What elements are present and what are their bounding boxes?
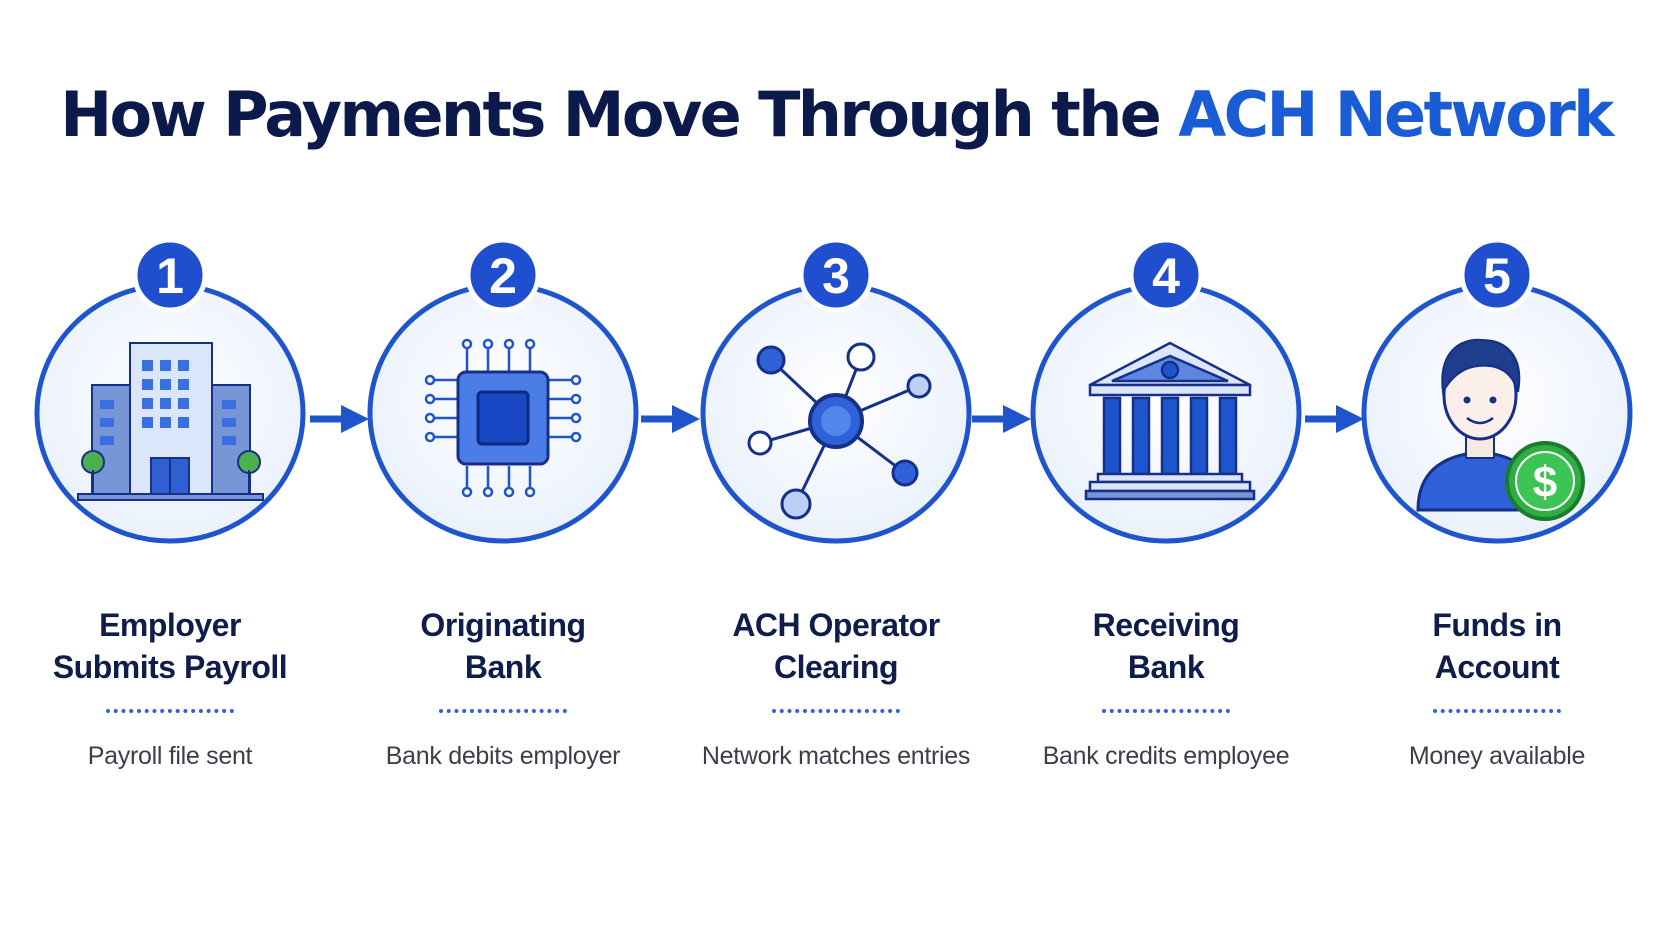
step-title-line-1: Receiving: [1092, 607, 1240, 643]
page-title: How Payments Move Through the ACH Networ…: [0, 78, 1672, 151]
step-title: Funds in Account: [1327, 604, 1667, 688]
step-description: Money available: [1408, 742, 1586, 770]
step-number-badge-4: 4: [1128, 237, 1204, 313]
step-description: Bank debits employer: [385, 742, 621, 770]
step-description: Payroll file sent: [87, 742, 253, 770]
step-number-badge-3: 3: [798, 237, 874, 313]
title-highlight: ACH Network: [1178, 78, 1614, 151]
step-title-line-1: Employer: [99, 607, 241, 643]
step-2: Originating Bank Bank debits employer: [333, 0, 673, 941]
step-title: Originating Bank: [333, 604, 673, 688]
dotted-divider: [439, 709, 567, 713]
step-title: Receiving Bank: [996, 604, 1336, 688]
office-building-icon: [77, 342, 264, 501]
step-description: Bank credits employee: [1042, 742, 1290, 770]
step-title-line-1: ACH Operator: [732, 607, 940, 643]
step-number-5: 5: [1483, 248, 1511, 304]
step-title-line-2: Account: [1434, 649, 1560, 685]
step-title: Employer Submits Payroll: [0, 604, 340, 688]
dollar-sign-text: $: [1533, 458, 1557, 507]
step-title-line-2: Clearing: [773, 649, 899, 685]
step-title: ACH Operator Clearing: [666, 604, 1006, 688]
step-title-line-1: Funds in: [1432, 607, 1562, 643]
step-number-4: 4: [1152, 248, 1180, 304]
step-number-3: 3: [822, 248, 850, 304]
step-title-line-1: Originating: [420, 607, 586, 643]
bank-building-icon: [1084, 341, 1256, 501]
person-with-dollar-icon: $: [1416, 338, 1585, 521]
dotted-divider: [1433, 709, 1561, 713]
dotted-divider: [772, 709, 900, 713]
step-1: Employer Submits Payroll Payroll file se…: [0, 0, 340, 941]
processor-chip-icon: [424, 338, 582, 498]
step-3: ACH Operator Clearing Network matches en…: [666, 0, 1006, 941]
step-title-line-2: Submits Payroll: [52, 649, 288, 685]
step-title-line-2: Bank: [464, 649, 542, 685]
step-title-line-2: Bank: [1127, 649, 1205, 685]
step-number-badge-1: 1: [132, 237, 208, 313]
step-number-badge-2: 2: [465, 237, 541, 313]
step-number-1: 1: [156, 248, 184, 304]
title-prefix: How Payments Move Through the: [60, 78, 1162, 151]
dotted-divider: [106, 709, 234, 713]
step-description: Network matches entries: [701, 742, 971, 770]
step-number-2: 2: [489, 248, 517, 304]
step-5: Funds in Account Money available: [1327, 0, 1667, 941]
network-nodes-icon: [747, 342, 932, 520]
step-4: Receiving Bank Bank credits employee: [996, 0, 1336, 941]
step-number-badge-5: 5: [1459, 237, 1535, 313]
dotted-divider: [1102, 709, 1230, 713]
